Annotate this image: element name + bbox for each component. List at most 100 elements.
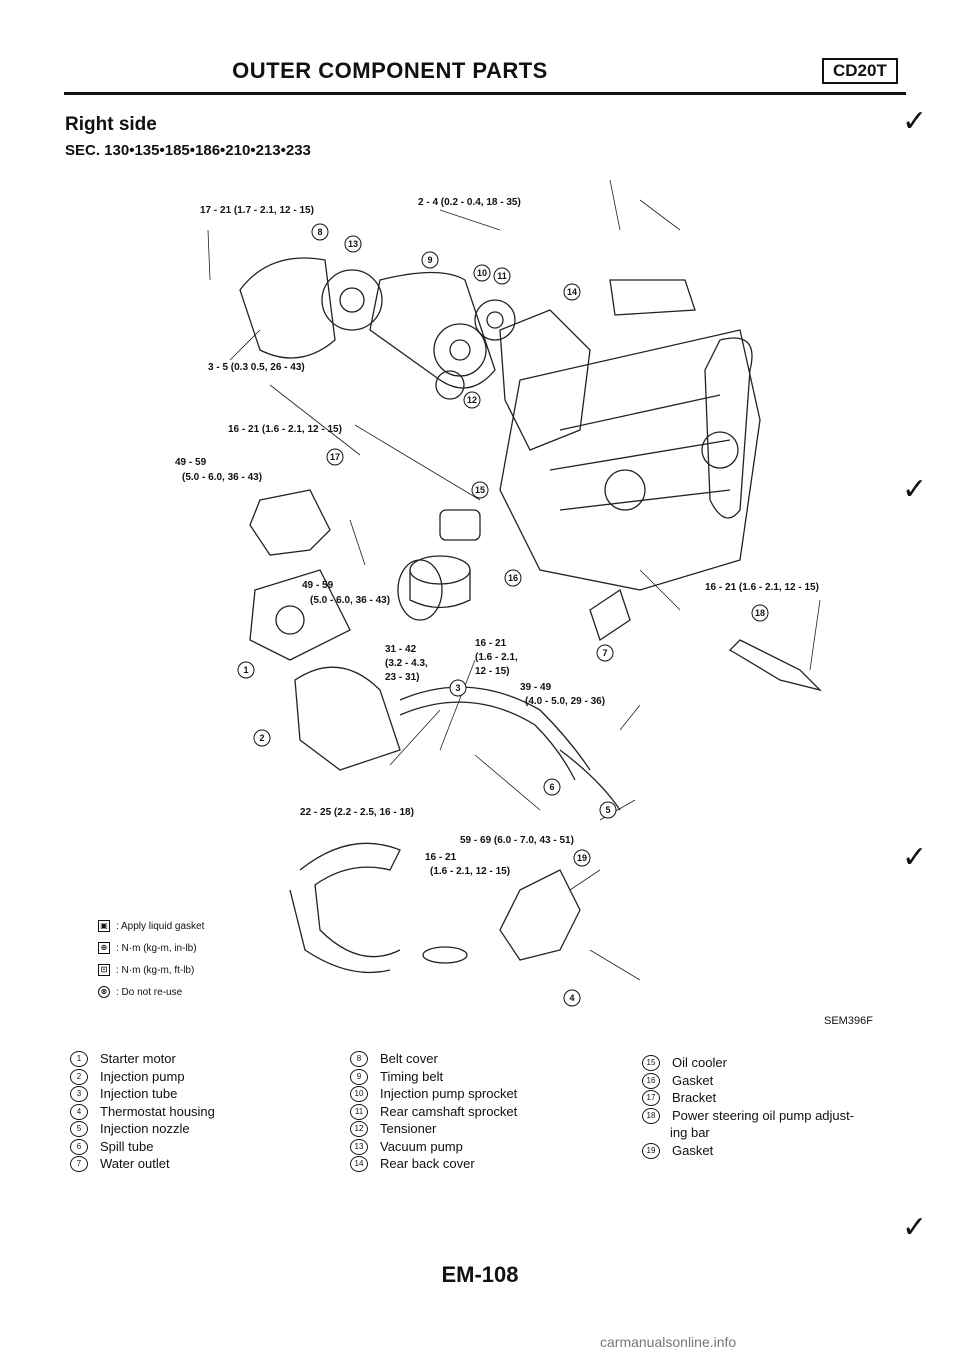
svg-text:9: 9 <box>427 255 432 265</box>
engine-code-badge: CD20T <box>822 58 898 84</box>
engine-block-shape <box>499 329 761 591</box>
timing-belt-shape <box>369 271 496 389</box>
torque-label: 16 - 21 (1.6 - 2.1, 12 - 15) <box>228 424 342 435</box>
oil-filter-shape <box>397 559 443 621</box>
torque-label: 31 - 42 <box>385 644 417 655</box>
torque-label: 2 - 4 (0.2 - 0.4, 18 - 35) <box>418 197 521 208</box>
torque-label: (5.0 - 6.0, 36 - 43) <box>310 595 390 606</box>
svg-text:10: 10 <box>477 268 487 278</box>
check-mark-icon: ✓ <box>902 1211 928 1244</box>
callout-1: 1 <box>237 661 255 679</box>
svg-text:11: 11 <box>497 271 507 281</box>
do-not-reuse-icon: ⊗ <box>98 986 110 998</box>
callout-2: 2 <box>253 729 271 747</box>
svg-text:19: 19 <box>577 853 587 863</box>
rear-camshaft-sprocket-shape <box>474 299 516 341</box>
svg-text:16: 16 <box>508 573 518 583</box>
torque-label: 49 - 59 <box>302 580 334 591</box>
svg-text:3: 3 <box>455 683 460 693</box>
callout-14: 14 <box>563 283 581 301</box>
torque-label: 49 - 59 <box>175 457 207 468</box>
torque-ft-lb-icon: ⊡ <box>98 964 110 976</box>
liquid-gasket-icon: ▣ <box>98 920 110 932</box>
callout-4: 4 <box>563 989 581 1007</box>
legend-item: ▣ : Apply liquid gasket <box>98 920 204 932</box>
svg-text:1: 1 <box>243 665 248 675</box>
callout-10: 10 <box>473 264 491 282</box>
water-outlet-shape <box>589 588 631 642</box>
oil-cooler-shape <box>439 509 481 541</box>
svg-text:17: 17 <box>330 452 340 462</box>
exploded-view-diagram: 17 - 21 (1.7 - 2.1, 12 - 15) 2 - 4 (0.2 … <box>175 179 823 1007</box>
callout-12: 12 <box>463 391 481 409</box>
bracket-shape <box>249 489 331 556</box>
legend-item: ⊕ : N·m (kg-m, in-lb) <box>98 942 197 954</box>
spill-tube-shape <box>559 749 621 811</box>
torque-label: 39 - 49 <box>520 682 552 693</box>
torque-label: 16 - 21 (1.6 - 2.1, 12 - 15) <box>705 582 819 593</box>
svg-text:8: 8 <box>317 227 322 237</box>
check-mark-icon: ✓ <box>902 473 928 506</box>
callout-7: 7 <box>596 644 614 662</box>
callout-16: 16 <box>504 569 522 587</box>
torque-label: 16 - 21 <box>425 852 457 863</box>
torque-label: (5.0 - 6.0, 36 - 43) <box>182 472 262 483</box>
power-steering-bar-shape <box>728 639 823 692</box>
list-item: ing bar <box>670 1125 710 1140</box>
page-title: OUTER COMPONENT PARTS <box>232 58 548 83</box>
torque-label: 16 - 21 <box>475 638 507 649</box>
svg-text:5: 5 <box>605 805 610 815</box>
check-mark-icon: ✓ <box>902 105 928 138</box>
figure-id: SEM396F <box>824 1015 873 1027</box>
callout-19: 19 <box>573 849 591 867</box>
injection-tube-shape <box>399 686 591 771</box>
callout-15: 15 <box>471 481 489 499</box>
rocker-cover-shape <box>609 279 696 316</box>
torque-label: 12 - 15) <box>475 666 509 677</box>
section-title: Right side <box>65 114 157 135</box>
thermostat-housing-shape <box>499 869 581 961</box>
torque-label: (1.6 - 2.1, 12 - 15) <box>430 866 510 877</box>
section-codes: SEC. 130•135•185•186•210•213•233 <box>65 142 311 159</box>
svg-text:18: 18 <box>755 608 765 618</box>
torque-label: 3 - 5 (0.3 0.5, 26 - 43) <box>208 362 305 373</box>
tensioner-shape <box>435 370 465 400</box>
torque-label: (4.0 - 5.0, 29 - 36) <box>525 696 605 707</box>
svg-text:15: 15 <box>475 485 485 495</box>
callout-18: 18 <box>751 604 769 622</box>
callout-5: 5 <box>599 801 617 819</box>
callout-8: 8 <box>311 223 329 241</box>
header-rule <box>64 92 906 95</box>
torque-label: 17 - 21 (1.7 - 2.1, 12 - 15) <box>200 205 314 216</box>
torque-label: 59 - 69 (6.0 - 7.0, 43 - 51) <box>460 835 574 846</box>
svg-text:7: 7 <box>602 648 607 658</box>
starter-motor-shape <box>249 569 351 661</box>
callout-9: 9 <box>421 251 439 269</box>
callout-13: 13 <box>344 235 362 253</box>
water-hose-shape <box>299 842 401 958</box>
torque-label: 23 - 31) <box>385 672 419 683</box>
torque-label: (3.2 - 4.3, <box>385 658 428 669</box>
footer-watermark: carmanualsonline.info <box>600 1334 737 1350</box>
callout-11: 11 <box>493 267 511 285</box>
